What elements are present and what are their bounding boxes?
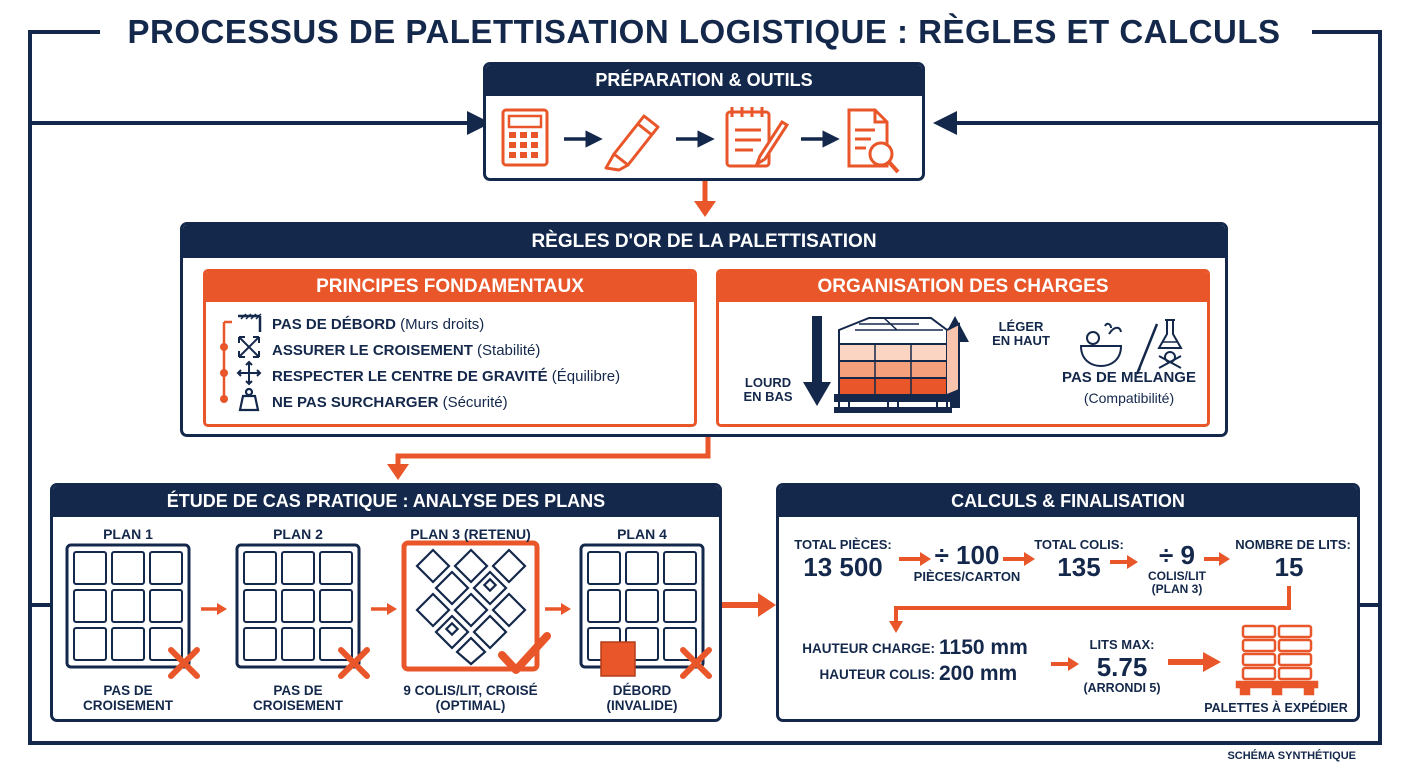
div2-value: ÷ 9: [1159, 540, 1195, 570]
highlighter-icon: [604, 114, 660, 172]
load-diagram: [803, 316, 1183, 413]
plan-2-cross-icon: [338, 647, 370, 679]
total-colis-label: TOTAL COLIS:: [1034, 537, 1124, 552]
lits-label: NOMBRE DE LITS:: [1235, 537, 1351, 552]
plan-3-caption: 9 COLIS/LIT, CROISÉ(OPTIMAL): [403, 683, 538, 713]
calculs-title: CALCULS & FINALISATION: [779, 486, 1357, 517]
lits-max-label: LITS MAX:: [1089, 637, 1155, 652]
notepad-pen-icon: [725, 107, 790, 168]
lits-max-value: 5.75: [1096, 652, 1148, 682]
total-colis-value: 135: [1057, 552, 1101, 582]
cross-arrows-icon: [238, 336, 260, 358]
weight-icon: [238, 387, 260, 412]
preparation-panel: PRÉPARATION & OUTILS: [483, 62, 925, 181]
principle-3: RESPECTER LE CENTRE DE GRAVITÉ (Équilibr…: [272, 368, 621, 385]
wall-corner-icon: [238, 313, 262, 332]
principes-panel: PRINCIPES FONDAMENTAUX: [203, 269, 697, 427]
plans-diagram: [65, 540, 712, 679]
plan-4-grid: [579, 543, 705, 677]
plan-1-grid: [65, 543, 191, 669]
plan-4-caption: DÉBORD(INVALIDE): [606, 683, 678, 713]
melange-note: (Compatibilité): [1083, 390, 1175, 406]
hauteur-charge-value: 1150 mm: [939, 636, 1028, 659]
preparation-title: PRÉPARATION & OUTILS: [486, 65, 922, 96]
melange-title: PAS DE MÉLANGE: [1062, 369, 1196, 386]
plan-3-name: PLAN 3 (RETENU): [410, 526, 531, 542]
principle-1: PAS DE DÉBORD (Murs droits): [272, 316, 485, 333]
etude-title: ÉTUDE DE CAS PRATIQUE : ANALYSE DES PLAN…: [53, 486, 719, 517]
principle-4: NE PAS SURCHARGER (Sécurité): [272, 394, 508, 411]
palettes-label: PALETTES À EXPÉDIER: [1204, 701, 1348, 715]
div1-value: ÷ 100: [934, 540, 1000, 570]
calculator-icon: [501, 108, 549, 167]
regles-title: RÈGLES D'OR DE LA PALETTISATION: [183, 225, 1225, 258]
hauteur-charge-label: HAUTEUR CHARGE:: [802, 641, 935, 656]
plan-4-cross-icon: [680, 647, 712, 679]
plan-2-grid: [235, 543, 361, 669]
document-search-icon: [847, 108, 900, 174]
arrow-down-icon: [803, 316, 831, 406]
etude-panel: ÉTUDE DE CAS PRATIQUE : ANALYSE DES PLAN…: [50, 483, 722, 722]
calc-arrows: [889, 552, 1319, 696]
lits-max-note: (ARRONDI 5): [1083, 681, 1161, 695]
total-pieces-label: TOTAL PIÈCES:: [794, 537, 892, 552]
pallets-icon: [1235, 624, 1319, 696]
regles-panel: RÈGLES D'OR DE LA PALETTISATION PRINCIPE…: [180, 222, 1228, 437]
organisation-title: ORGANISATION DES CHARGES: [719, 272, 1207, 302]
plan-3-grid: [401, 540, 540, 672]
center-gravity-icon: [236, 360, 262, 386]
plan-2-name: PLAN 2: [273, 526, 323, 542]
no-mixing-icon: [1079, 319, 1183, 375]
div2-label: COLIS/LIT(PLAN 3): [1148, 569, 1206, 597]
div1-label: PIÈCES/CARTON: [913, 569, 1021, 584]
plan-4-name: PLAN 4: [617, 526, 667, 542]
pallet-stack-icon: [834, 317, 960, 413]
total-pieces-value: 13 500: [803, 552, 883, 582]
plan-1-name: PLAN 1: [103, 526, 153, 542]
page-title: PROCESSUS DE PALETTISATION LOGISTIQUE : …: [60, 10, 1348, 54]
calculs-panel: CALCULS & FINALISATION TOTAL PIÈCES: 13 …: [776, 483, 1360, 722]
principes-title: PRINCIPES FONDAMENTAUX: [206, 272, 694, 302]
footer-label: SCHÉMA SYNTHÉTIQUE: [1227, 750, 1356, 762]
tools-row: [501, 107, 900, 174]
principes-icons: [220, 313, 262, 412]
hauteur-colis-value: 200 mm: [939, 662, 1018, 685]
principle-2: ASSURER LE CROISEMENT (Stabilité): [272, 342, 541, 359]
lits-value: 15: [1274, 552, 1304, 582]
plan-3-check-icon: [498, 632, 551, 674]
hauteur-colis-label: HAUTEUR COLIS:: [819, 667, 936, 682]
plan-1-cross-icon: [168, 647, 200, 679]
